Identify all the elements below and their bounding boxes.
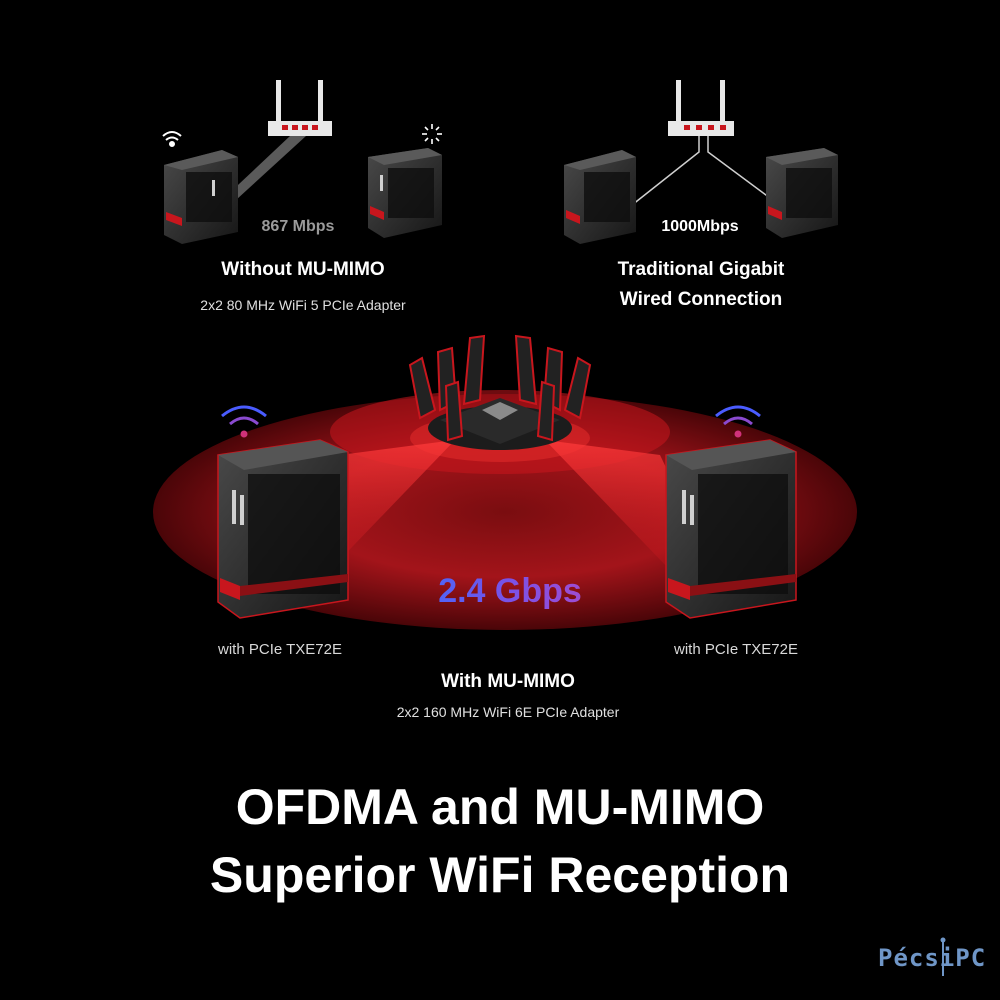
gaming-router-icon <box>408 334 592 450</box>
router-icon-top-right <box>668 80 734 136</box>
heading-gigabit-line2: Wired Connection <box>619 289 783 310</box>
pc-case-icon-top-right-1 <box>564 150 636 244</box>
pc-case-icon-top-left-2 <box>368 148 442 238</box>
pc-label-right: with PCIe TXE72E <box>674 641 798 658</box>
headline-line1: OFDMA and MU-MIMO <box>235 779 765 835</box>
brand-logo: PécsiPC <box>878 944 987 972</box>
pc-case-icon-top-left-1 <box>164 150 238 244</box>
brand-logo-mark <box>940 937 946 976</box>
wifi-icon-main-right <box>715 405 761 438</box>
heading-without-mu-mimo: Without MU-MIMO <box>221 259 385 280</box>
wifi-icon-main-left <box>221 405 267 438</box>
router-icon-top-left <box>268 80 332 136</box>
loading-icon-top-left <box>422 124 442 144</box>
pc-case-icon-top-right-2 <box>766 148 838 238</box>
speed-label-top-right: 1000Mbps <box>661 218 739 235</box>
heading-gigabit-line1: Traditional Gigabit <box>617 259 785 280</box>
pc-case-icon-main-right <box>665 439 797 619</box>
signal-beam-top-left <box>222 136 306 200</box>
pc-case-icon-main-left <box>217 439 349 619</box>
subheading-wifi5-adapter: 2x2 80 MHz WiFi 5 PCIe Adapter <box>200 297 406 313</box>
speed-label-main: 2.4 Gbps <box>400 572 620 611</box>
heading-with-mu-mimo: With MU-MIMO <box>441 671 575 692</box>
subheading-wifi6e-adapter: 2x2 160 MHz WiFi 6E PCIe Adapter <box>396 704 620 720</box>
headline-line2: Superior WiFi Reception <box>209 847 791 903</box>
ethernet-cables <box>631 136 771 206</box>
speed-label-top-left: 867 Mbps <box>261 218 335 235</box>
wifi-icon-top-left <box>162 131 182 147</box>
pc-label-left: with PCIe TXE72E <box>218 641 342 658</box>
